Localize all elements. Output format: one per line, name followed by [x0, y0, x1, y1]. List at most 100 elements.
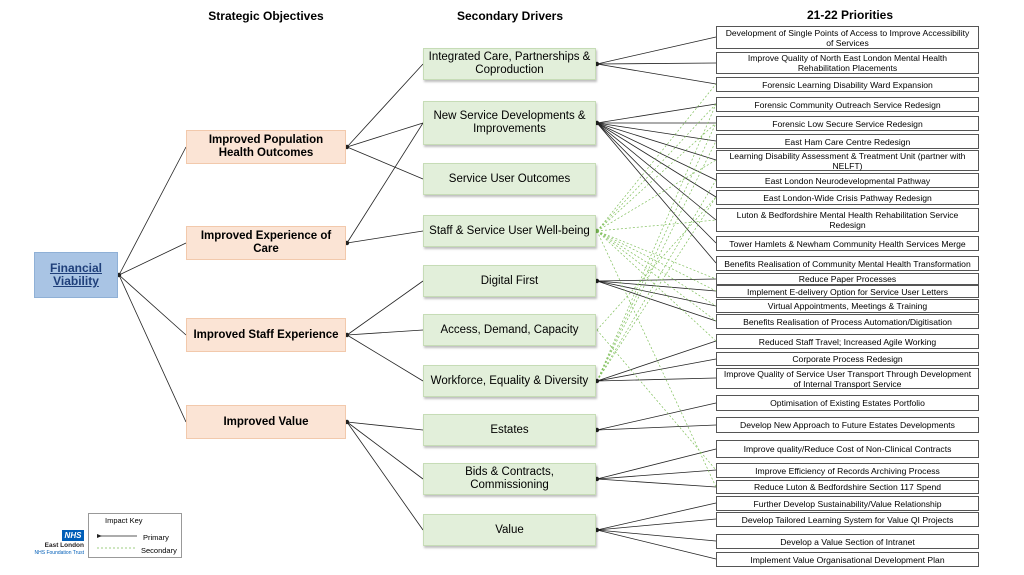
driver-new-service-developments: New Service Developments & Improvements: [423, 101, 596, 145]
connector-secondary: [596, 179, 717, 382]
priority-east-ham-care-centre: East Ham Care Centre Redesign: [716, 134, 979, 149]
connector-root-objective: [118, 146, 187, 276]
connector-driver-priority: [596, 122, 717, 181]
connector-secondary: [596, 230, 717, 322]
header-priorities: 21-22 Priorities: [806, 8, 894, 22]
connector-objective-driver: [346, 146, 424, 180]
connector-root-objective: [118, 274, 187, 423]
connector-driver-priority: [596, 340, 717, 382]
priority-transport-service: Improve Quality of Service User Transpor…: [716, 368, 979, 389]
connector-driver-priority: [596, 122, 717, 142]
priority-records-archiving: Improve Efficiency of Records Archiving …: [716, 463, 979, 478]
priority-intranet: Develop a Value Section of Intranet: [716, 534, 979, 549]
connector-secondary: [596, 230, 717, 280]
connector-secondary: [596, 83, 717, 232]
priority-e-delivery-letters: Implement E-delivery Option for Service …: [716, 285, 979, 298]
priority-future-estates: Develop New Approach to Future Estates D…: [716, 417, 979, 433]
connector-secondary: [596, 329, 717, 471]
connector-driver-priority: [596, 122, 717, 244]
root-financial-viability: Financial Viability: [34, 252, 118, 298]
objective-value: Improved Value: [186, 405, 346, 439]
connector-driver-priority: [596, 280, 717, 307]
connector-secondary: [596, 230, 717, 307]
priority-crisis-pathway: East London-Wide Crisis Pathway Redesign: [716, 190, 979, 205]
connector-objective-driver: [346, 334, 424, 382]
driver-digital-first: Digital First: [423, 265, 596, 297]
connector-objective-driver: [346, 122, 424, 244]
driver-bids-contracts: Bids & Contracts, Commissioning: [423, 463, 596, 495]
connector-driver-priority: [596, 122, 717, 221]
connector-driver-priority: [596, 122, 717, 264]
priority-learning-system: Develop Tailored Learning System for Val…: [716, 512, 979, 527]
priority-forensic-ld-ward: Forensic Learning Disability Ward Expans…: [716, 77, 979, 92]
connector-secondary: [596, 103, 717, 232]
connector-secondary: [596, 122, 717, 382]
driver-integrated-care: Integrated Care, Partnerships & Coproduc…: [423, 48, 596, 80]
priority-reduce-paper: Reduce Paper Processes: [716, 273, 979, 285]
priority-forensic-outreach: Forensic Community Outreach Service Rede…: [716, 97, 979, 112]
priority-ld-assessment-unit: Learning Disability Assessment & Treatme…: [716, 150, 979, 171]
connector-objective-driver: [346, 329, 424, 336]
connector-objective-driver: [346, 122, 424, 148]
nhs-badge: NHS: [62, 530, 84, 541]
connector-objective-driver: [346, 421, 424, 431]
priority-tower-hamlets-merge: Tower Hamlets & Newham Community Health …: [716, 236, 979, 251]
logo-trust-name: NHS Foundation Trust: [34, 550, 84, 556]
connector-secondary: [596, 196, 717, 382]
priority-luton-rehab-redesign: Luton & Bedfordshire Mental Health Rehab…: [716, 208, 979, 232]
connector-driver-priority: [596, 529, 717, 560]
objective-population-health: Improved Population Health Outcomes: [186, 130, 346, 164]
priority-nel-rehab-placements: Improve Quality of North East London Men…: [716, 52, 979, 74]
connector-driver-priority: [596, 280, 717, 322]
connector-secondary: [596, 159, 717, 232]
connector-root-objective: [118, 274, 187, 336]
driver-estates: Estates: [423, 414, 596, 446]
driver-workforce: Workforce, Equality & Diversity: [423, 365, 596, 397]
connector-root-objective: [118, 242, 187, 276]
connector-driver-priority: [596, 122, 717, 161]
connector-secondary: [596, 230, 717, 342]
connector-driver-priority: [596, 402, 717, 431]
connector-secondary: [596, 230, 717, 488]
connector-objective-driver: [346, 63, 424, 148]
connector-objective-driver: [346, 421, 424, 531]
connector-driver-priority: [596, 63, 717, 85]
priority-neurodevelopmental-pathway: East London Neurodevelopmental Pathway: [716, 173, 979, 188]
objective-experience-of-care: Improved Experience of Care: [186, 226, 346, 260]
priority-estates-portfolio: Optimisation of Existing Estates Portfol…: [716, 395, 979, 411]
priority-cmh-transformation: Benefits Realisation of Community Mental…: [716, 256, 979, 271]
connector-driver-priority: [596, 36, 717, 65]
connector-objective-driver: [346, 280, 424, 336]
connector-driver-priority: [596, 478, 717, 488]
priority-sustainability: Further Develop Sustainability/Value Rel…: [716, 496, 979, 511]
header-secondary-drivers: Secondary Drivers: [456, 9, 564, 23]
driver-wellbeing: Staff & Service User Well-being: [423, 215, 596, 247]
priority-corporate-process: Corporate Process Redesign: [716, 352, 979, 366]
priority-process-automation: Benefits Realisation of Process Automati…: [716, 314, 979, 329]
connector-driver-priority: [596, 469, 717, 480]
connector-driver-priority: [596, 424, 717, 431]
priority-single-points-of-access: Development of Single Points of Access t…: [716, 26, 979, 49]
priority-virtual-appointments: Virtual Appointments, Meetings & Trainin…: [716, 299, 979, 313]
impact-key-title: Impact Key: [105, 516, 143, 525]
priority-staff-travel: Reduced Staff Travel; Increased Agile Wo…: [716, 334, 979, 349]
impact-key-lines: [97, 534, 137, 549]
connector-driver-priority: [596, 122, 717, 198]
impact-key: Impact Key Primary Secondary: [88, 513, 182, 558]
impact-key-secondary: Secondary: [141, 546, 177, 555]
objective-staff-experience: Improved Staff Experience: [186, 318, 346, 352]
connector-driver-priority: [596, 529, 717, 542]
connector-driver-priority: [596, 377, 717, 382]
priority-forensic-low-secure: Forensic Low Secure Service Redesign: [716, 116, 979, 131]
connector-objective-driver: [346, 230, 424, 244]
logo-org-name: East London: [44, 542, 84, 549]
priority-od-plan: Implement Value Organisational Developme…: [716, 552, 979, 567]
connector-driver-priority: [596, 358, 717, 382]
driver-value: Value: [423, 514, 596, 546]
connector-driver-priority: [596, 103, 717, 124]
connector-driver-priority: [596, 448, 717, 480]
connector-secondary: [596, 196, 717, 331]
connector-driver-priority: [596, 518, 717, 531]
priority-section-117: Reduce Luton & Bedfordshire Section 117 …: [716, 480, 979, 494]
